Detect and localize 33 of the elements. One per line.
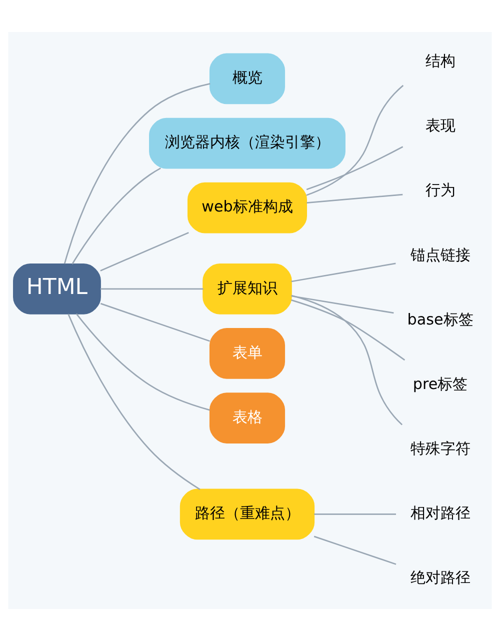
node-text: pre标签 [412, 374, 468, 392]
node-box: HTML [13, 262, 101, 314]
connector [72, 167, 161, 264]
node-text: base标签 [407, 310, 474, 328]
connector [306, 84, 404, 196]
connector [291, 294, 403, 425]
connector [314, 513, 396, 514]
node-text: 表现 [425, 116, 456, 134]
node-text: 绝对路径 [410, 568, 470, 586]
node-box: web标准构成 [188, 182, 308, 233]
node-text: 锚点链接 [410, 245, 470, 264]
node-box: 表格 [209, 392, 286, 443]
node-text: 相对路径 [410, 504, 470, 522]
connector [64, 82, 210, 264]
node-box: 概览 [209, 52, 286, 104]
node-box: 浏览器内核（渲染引擎） [149, 117, 346, 168]
node-text: 结构 [425, 52, 456, 70]
node-box: 扩展知识 [202, 262, 292, 314]
connector [314, 535, 396, 564]
connector [306, 193, 403, 203]
connector [68, 313, 200, 490]
connector [291, 298, 406, 360]
connector [100, 302, 210, 342]
connector [291, 262, 396, 282]
connector [306, 146, 404, 190]
node-text: 特殊字符 [410, 438, 470, 457]
node-box: 表单 [209, 328, 286, 378]
connector [100, 288, 204, 290]
connector [100, 231, 189, 271]
connector [291, 294, 394, 314]
connector [76, 312, 210, 410]
node-box: 路径（重难点） [180, 488, 315, 540]
node-text: 行为 [425, 180, 456, 199]
